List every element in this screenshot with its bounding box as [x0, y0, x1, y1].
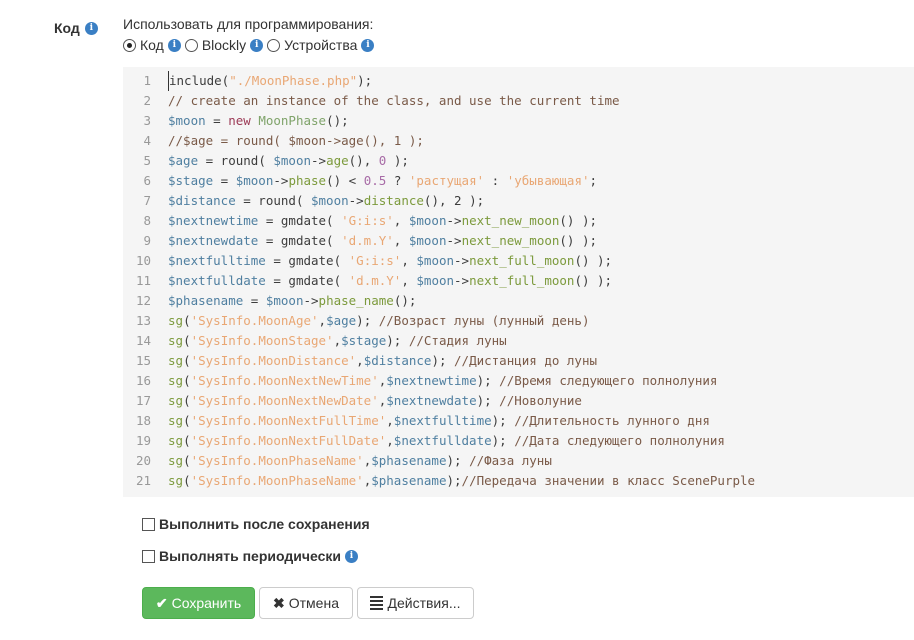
line-number: 15	[135, 353, 151, 368]
radio-devices-label: Устройства	[284, 37, 358, 53]
run-periodically-option[interactable]: Выполнять периодически i	[142, 548, 358, 564]
line-number: 6	[143, 173, 151, 188]
run-after-save-option[interactable]: Выполнить после сохранения	[142, 516, 370, 532]
line-number: 4	[143, 133, 151, 148]
code-line-text[interactable]: $moon = new MoonPhase();	[168, 113, 349, 128]
code-line-text[interactable]: include("./MoonPhase.php");	[168, 71, 372, 91]
run-periodically-label: Выполнять периодически	[159, 548, 341, 564]
radio-blockly[interactable]	[184, 38, 198, 52]
code-line[interactable]: 16 sg('SysInfo.MoonNextNewTime',$nextnewt…	[123, 371, 717, 391]
code-line[interactable]: 8 $nextnewtime = gmdate( 'G:i:s', $moon->…	[123, 211, 597, 231]
radio-option-devices[interactable]: Устройства i	[267, 37, 375, 53]
code-line[interactable]: 11 $nextfulldate = gmdate( 'd.m.Y', $moon…	[123, 271, 612, 291]
actions-button-label: Действия...	[387, 595, 461, 611]
code-line-text[interactable]: //$age = round( $moon->age(), 1 );	[168, 133, 424, 148]
code-line-text[interactable]: sg('SysInfo.MoonPhaseName',$phasename); …	[168, 453, 552, 468]
line-number: 17	[135, 393, 151, 408]
run-after-save-checkbox[interactable]	[142, 517, 155, 531]
line-number: 11	[135, 273, 151, 288]
code-line-text[interactable]: sg('SysInfo.MoonDistance',$distance); //…	[168, 353, 598, 368]
line-number: 5	[143, 153, 151, 168]
line-number: 1	[143, 73, 151, 88]
code-line[interactable]: 13 sg('SysInfo.MoonAge',$age); //Возраст …	[123, 311, 590, 331]
radio-code[interactable]	[123, 38, 136, 52]
code-line-text[interactable]: sg('SysInfo.MoonStage',$stage); //Стадия…	[168, 333, 507, 348]
code-line[interactable]: 3 $moon = new MoonPhase();	[123, 111, 348, 131]
code-line[interactable]: 15 sg('SysInfo.MoonDistance',$distance); …	[123, 351, 597, 371]
code-line-text[interactable]: $nextfulldate = gmdate( 'd.m.Y', $moon->…	[168, 273, 613, 288]
line-number: 9	[143, 233, 151, 248]
info-icon[interactable]: i	[84, 21, 98, 35]
code-line-text[interactable]: $stage = $moon->phase() < 0.5 ? 'растуща…	[168, 173, 598, 188]
line-number: 20	[135, 453, 151, 468]
line-number: 8	[143, 213, 151, 228]
code-line-text[interactable]: sg('SysInfo.MoonNextNewTime',$nextnewtim…	[168, 373, 718, 388]
radio-blockly-label: Blockly	[201, 37, 247, 53]
code-line-text[interactable]: $age = round( $moon->age(), 0 );	[168, 153, 409, 168]
code-line-text[interactable]: // create an instance of the class, and …	[168, 93, 620, 108]
save-button-label: Сохранить	[171, 595, 242, 611]
line-number: 19	[135, 433, 151, 448]
line-number: 7	[143, 193, 151, 208]
check-icon: ✔	[155, 594, 168, 611]
info-icon[interactable]: i	[345, 549, 358, 563]
radio-devices[interactable]	[267, 38, 281, 52]
code-label-text: Код	[54, 20, 80, 36]
code-line-text[interactable]: $distance = round( $moon->distance(), 2 …	[168, 193, 485, 208]
code-line-text[interactable]: sg('SysInfo.MoonNextFullTime',$nextfullt…	[168, 413, 710, 428]
code-line[interactable]: 4 //$age = round( $moon->age(), 1 );	[123, 131, 423, 151]
code-line[interactable]: 1 include("./MoonPhase.php");	[123, 71, 372, 91]
line-number: 18	[135, 413, 151, 428]
code-line[interactable]: 20 sg('SysInfo.MoonPhaseName',$phasename)…	[123, 451, 552, 471]
actions-button[interactable]: Действия...	[357, 587, 474, 619]
code-line[interactable]: 2 // create an instance of the class, and…	[123, 91, 619, 111]
code-line[interactable]: 18 sg('SysInfo.MoonNextFullTime',$nextful…	[123, 411, 710, 431]
info-icon[interactable]: i	[361, 38, 375, 52]
code-line-text[interactable]: $nextnewtime = gmdate( 'G:i:s', $moon->n…	[168, 213, 598, 228]
line-number: 3	[143, 113, 151, 128]
code-line[interactable]: 19 sg('SysInfo.MoonNextFullDate',$nextful…	[123, 431, 725, 451]
line-number: 10	[135, 253, 151, 268]
line-number: 14	[135, 333, 151, 348]
save-button[interactable]: ✔ Сохранить	[142, 587, 255, 619]
code-line-text[interactable]: sg('SysInfo.MoonAge',$age); //Возраст лу…	[168, 313, 590, 328]
radio-option-blockly[interactable]: Blockly i	[184, 37, 264, 53]
code-line[interactable]: 7 $distance = round( $moon->distance(), 2…	[123, 191, 484, 211]
code-line[interactable]: 14 sg('SysInfo.MoonStage',$stage); //Стад…	[123, 331, 507, 351]
code-line-text[interactable]: $nextfulltime = gmdate( 'G:i:s', $moon->…	[168, 253, 613, 268]
radio-option-code[interactable]: Код i	[123, 37, 181, 53]
code-line-text[interactable]: sg('SysInfo.MoonPhaseName',$phasename);/…	[168, 473, 756, 488]
line-number: 21	[135, 473, 151, 488]
run-periodically-checkbox[interactable]	[142, 549, 155, 563]
code-line[interactable]: 5 $age = round( $moon->age(), 0 );	[123, 151, 408, 171]
line-number: 16	[135, 373, 151, 388]
code-editor[interactable]: 1 include("./MoonPhase.php"); 2 // create a…	[123, 67, 914, 497]
code-line[interactable]: 6 $stage = $moon->phase() < 0.5 ? 'растущ…	[123, 171, 597, 191]
programming-mode-radio-group: Код i Blockly i Устройства i	[123, 37, 375, 53]
code-line[interactable]: 12 $phasename = $moon->phase_name();	[123, 291, 416, 311]
cancel-button-label: Отмена	[288, 595, 339, 611]
cancel-button[interactable]: ✖ Отмена	[259, 587, 353, 619]
line-number: 13	[135, 313, 151, 328]
code-line[interactable]: 9 $nextnewdate = gmdate( 'd.m.Y', $moon->…	[123, 231, 597, 251]
close-icon: ✖	[273, 594, 285, 611]
use-for-label: Использовать для программирования:	[123, 16, 374, 32]
run-after-save-label: Выполнить после сохранения	[159, 516, 370, 532]
code-field-label: Код i	[54, 20, 98, 36]
radio-code-label: Код	[140, 37, 164, 53]
code-line-text[interactable]: sg('SysInfo.MoonNextNewDate',$nextnewdat…	[168, 393, 582, 408]
info-icon[interactable]: i	[167, 38, 181, 52]
code-line[interactable]: 10 $nextfulltime = gmdate( 'G:i:s', $moon…	[123, 251, 612, 271]
code-line-text[interactable]: $nextnewdate = gmdate( 'd.m.Y', $moon->n…	[168, 233, 598, 248]
code-line[interactable]: 21 sg('SysInfo.MoonPhaseName',$phasename)…	[123, 471, 755, 491]
code-line-text[interactable]: sg('SysInfo.MoonNextFullDate',$nextfulld…	[168, 433, 725, 448]
line-number: 2	[143, 93, 151, 108]
code-line-text[interactable]: $phasename = $moon->phase_name();	[168, 293, 417, 308]
line-number: 12	[135, 293, 151, 308]
info-icon[interactable]: i	[250, 38, 264, 52]
menu-icon	[370, 596, 384, 610]
code-line[interactable]: 17 sg('SysInfo.MoonNextNewDate',$nextnewd…	[123, 391, 582, 411]
